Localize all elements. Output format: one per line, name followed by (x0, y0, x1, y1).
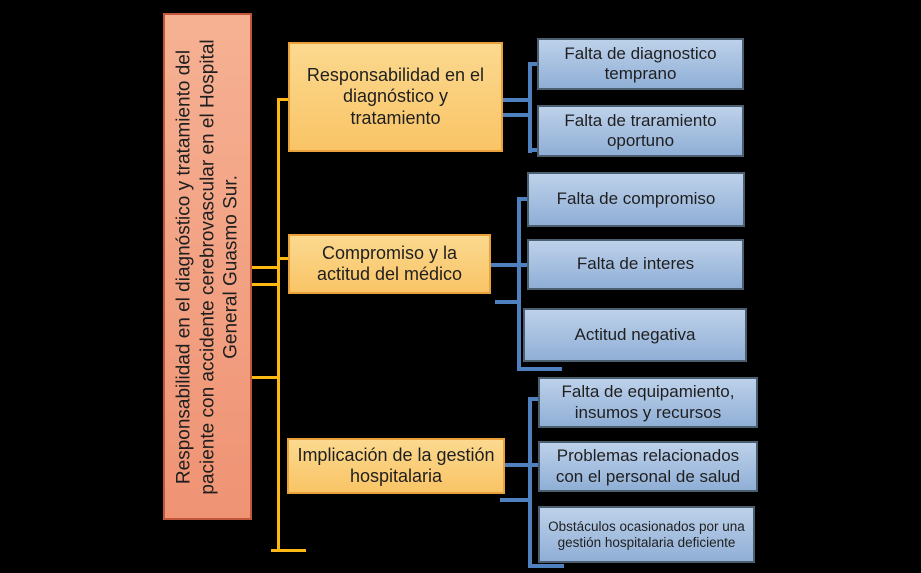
root-node: Responsabilidad en el diagnóstico y trat… (163, 13, 252, 520)
connector-orange-root-line-2 (252, 283, 280, 286)
leaf-node-obstaculos-gestion-deficiente: Obstáculos ocasionados por una gestión h… (538, 506, 755, 563)
connector-blue-group1-vertical (528, 62, 532, 153)
connector-blue-group2-lower-line (495, 300, 519, 304)
leaf-node-label: Obstáculos ocasionados por una gestión h… (548, 518, 745, 550)
branch-node-diagnostico-tratamiento: Responsabilidad en el diagnóstico y trat… (288, 42, 503, 152)
leaf-node-label: Falta de compromiso (556, 189, 716, 209)
branch-node-label: Responsabilidad en el diagnóstico y trat… (306, 65, 485, 128)
connector-blue-group1-top-stub (528, 62, 539, 66)
connector-blue-group3-bottom-elbow (528, 564, 564, 568)
connector-orange-trunk (277, 98, 280, 552)
connector-blue-group2-bottom-elbow (517, 367, 562, 371)
branch-node-label: Implicación de la gestión hospitalaria (297, 444, 495, 486)
leaf-node-label: Falta de equipamiento, insumos y recurso… (561, 382, 735, 422)
root-node-label: Responsabilidad en el diagnóstico y trat… (172, 38, 242, 495)
branch-node-gestion-hospitalaria: Implicación de la gestión hospitalaria (287, 438, 505, 494)
connector-orange-branch2-stub (279, 257, 288, 260)
connector-orange-top-elbow (277, 98, 295, 101)
connector-orange-root-line-3 (252, 376, 280, 379)
connector-blue-group2-top-stub (517, 197, 529, 201)
connector-blue-group2-vertical (517, 197, 521, 371)
leaf-node-falta-tratamiento-oportuno: Falta de traramiento oportuno (537, 105, 744, 157)
branch-node-compromiso-actitud: Compromiso y la actitud del médico (288, 234, 491, 294)
connector-blue-group3-lower-line (500, 498, 530, 502)
connector-blue-group2-middle-line (491, 263, 528, 267)
leaf-node-label: Problemas relacionados con el personal d… (555, 446, 741, 486)
connector-blue-group1-line-1 (503, 98, 528, 102)
connector-blue-group3-top-stub (528, 397, 540, 401)
leaf-node-problemas-personal-salud: Problemas relacionados con el personal d… (538, 441, 758, 492)
leaf-node-actitud-negativa: Actitud negativa (523, 308, 747, 362)
connector-blue-group3-middle-line (505, 463, 539, 467)
leaf-node-label: Falta de diagnostico temprano (564, 43, 717, 83)
leaf-node-falta-de-compromiso: Falta de compromiso (527, 172, 745, 227)
connector-blue-group3-vertical (528, 397, 532, 568)
connector-blue-group1-line-2 (503, 113, 528, 117)
connector-orange-root-line-1 (252, 266, 280, 269)
leaf-node-label: Falta de traramiento oportuno (564, 110, 717, 150)
leaf-node-falta-de-interes: Falta de interes (527, 239, 744, 290)
leaf-node-falta-equipamiento: Falta de equipamiento, insumos y recurso… (538, 377, 758, 428)
leaf-node-label: Falta de interes (576, 254, 695, 274)
connector-orange-bottom-elbow (271, 549, 306, 552)
leaf-node-label: Actitud negativa (574, 324, 696, 344)
leaf-node-falta-diagnostico-temprano: Falta de diagnostico temprano (537, 38, 744, 90)
connector-blue-group1-bottom-stub (528, 148, 539, 152)
branch-node-label: Compromiso y la actitud del médico (316, 242, 463, 284)
